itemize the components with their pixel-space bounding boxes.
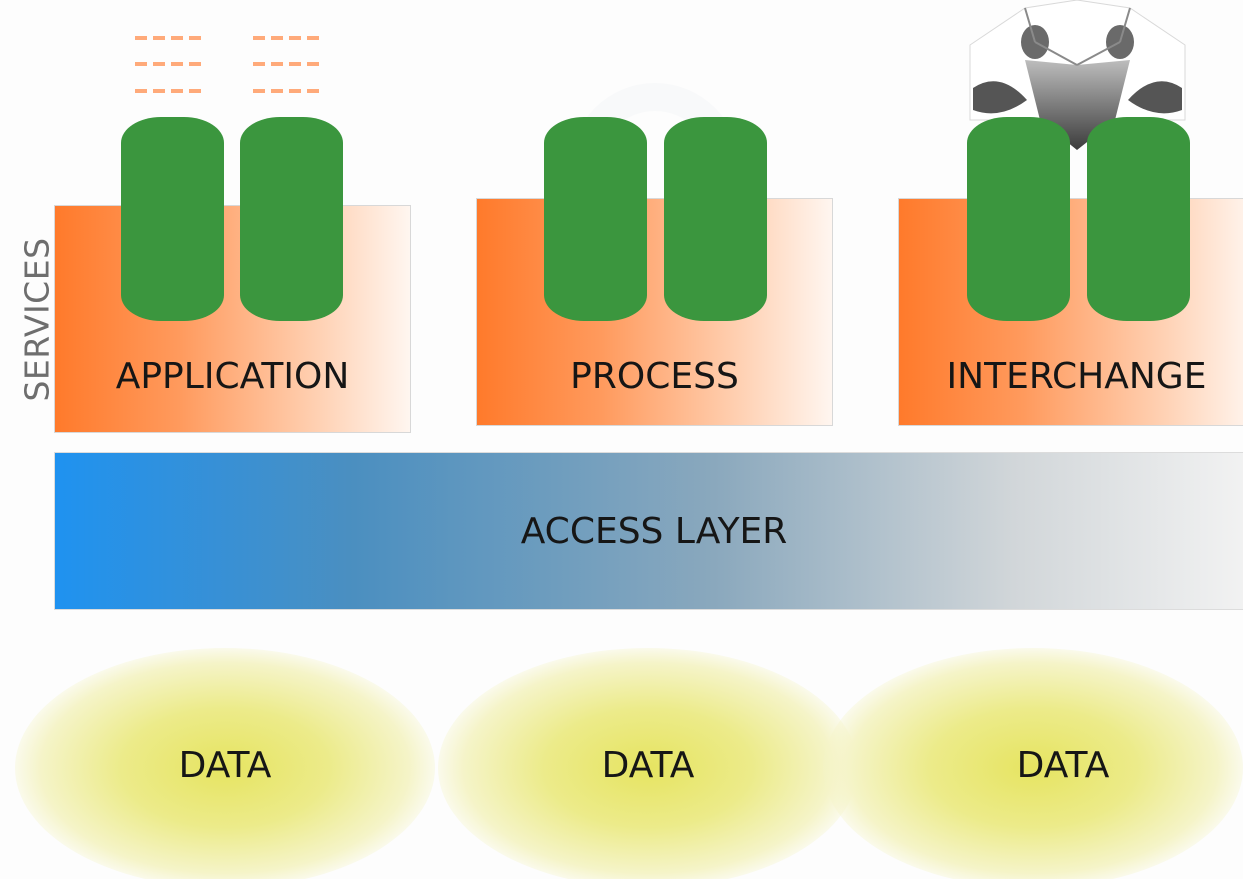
services-label: SERVICES: [17, 237, 57, 402]
application-service-pill-right: [240, 117, 343, 321]
application-label: APPLICATION: [115, 356, 350, 397]
application-service-pill-left: [121, 117, 224, 321]
application-block: APPLICATION: [54, 205, 411, 433]
interchange-service-pill-left: [967, 117, 1070, 321]
data-store-2: DATA: [438, 648, 858, 879]
data-label-3: DATA: [1016, 745, 1110, 786]
access-layer-bar: ACCESS LAYER: [54, 452, 1243, 610]
data-label-2: DATA: [601, 745, 695, 786]
access-layer-label: ACCESS LAYER: [520, 511, 788, 552]
interchange-service-pill-right: [1087, 117, 1190, 321]
process-service-pill-right: [664, 117, 767, 321]
interchange-block: INTERCHANGE: [898, 198, 1243, 426]
process-service-pill-left: [544, 117, 647, 321]
interchange-label: INTERCHANGE: [946, 356, 1207, 397]
process-block: PROCESS: [476, 198, 833, 426]
loop-arc-icon: [570, 83, 740, 168]
data-store-1: DATA: [15, 648, 435, 879]
process-label: PROCESS: [570, 356, 739, 397]
data-label-1: DATA: [178, 745, 272, 786]
data-store-3: DATA: [823, 648, 1243, 879]
